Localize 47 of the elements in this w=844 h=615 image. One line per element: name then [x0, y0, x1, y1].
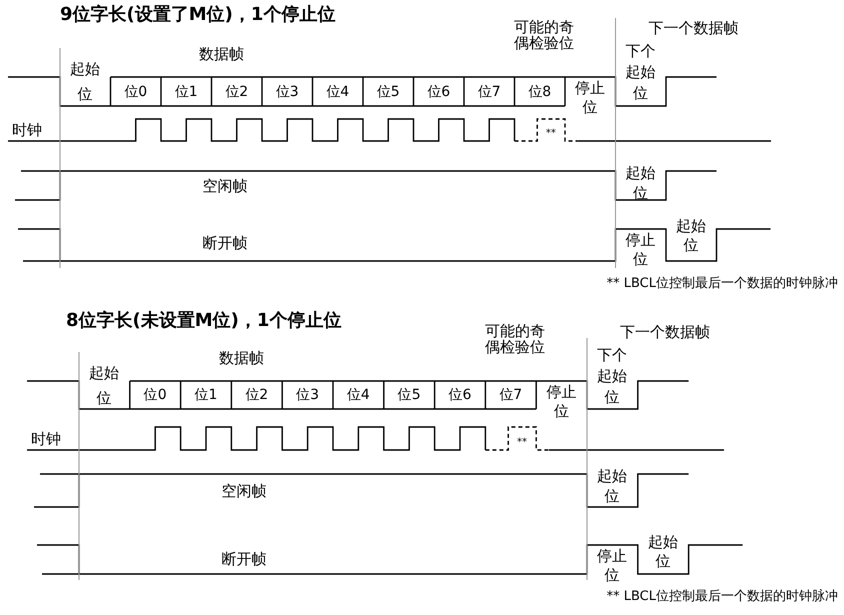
frame-label: 数据帧 — [199, 45, 244, 64]
bit-label: 位5 — [398, 386, 421, 405]
bit-label: 位0 — [144, 386, 167, 405]
bit-label: 位4 — [326, 82, 350, 102]
frame-label: 下一个数据帧 — [648, 19, 738, 38]
bit-label: 停止位 — [546, 383, 578, 421]
bit-label: 位1 — [194, 386, 218, 405]
bit-label: 位7 — [499, 386, 522, 405]
bit-label: 停止位 — [574, 79, 606, 117]
frame-label: 空闲帧 — [202, 176, 248, 196]
frame-label: 数据帧 — [219, 349, 264, 368]
bit-label: 位2 — [225, 82, 248, 102]
footnote-mark: ** — [546, 127, 556, 141]
annotation-text: 可能的奇偶检验位 — [484, 323, 546, 355]
bit-label: 起始位 — [596, 466, 628, 506]
frame-label: 断开帧 — [222, 550, 266, 569]
bit-label: 位3 — [276, 82, 299, 102]
bit-label: 停止位 — [596, 547, 628, 585]
bit-label: 起始位 — [624, 163, 656, 203]
bit-label: 位2 — [245, 386, 268, 405]
bit-label: 位7 — [478, 82, 501, 102]
bit-label: 起始位 — [69, 59, 101, 105]
bit-label: 位6 — [448, 386, 472, 405]
frame-label: 下一个数据帧 — [620, 323, 710, 342]
bit-label: 停止位 — [624, 231, 656, 269]
heading: 8位字长(未设置M位)，1个停止位 — [66, 311, 342, 330]
bit-label: 位1 — [174, 82, 198, 102]
footnote: ** LBCL位控制最后一个数据的时钟脉冲 — [606, 275, 838, 293]
heading: 9位字长(设置了M位)，1个停止位 — [60, 5, 336, 24]
bit-label: 位5 — [376, 82, 400, 102]
bit-label: 位4 — [346, 386, 370, 405]
frame-label: 断开帧 — [202, 234, 248, 253]
bit-label: 下个起始位 — [624, 41, 656, 104]
bit-label: 位8 — [528, 82, 552, 102]
bit-label: 位6 — [427, 82, 450, 102]
signal-label: 时钟 — [31, 430, 61, 448]
bit-label: 起始位 — [675, 217, 707, 255]
bit-label: 起始位 — [647, 533, 679, 571]
bit-label: 起始位 — [88, 363, 120, 409]
bit-label: 位3 — [296, 386, 320, 405]
annotation-text: 可能的奇偶检验位 — [512, 19, 575, 51]
footnote-mark: ** — [516, 436, 527, 450]
bit-label: 位0 — [124, 82, 148, 102]
footnote: ** LBCL位控制最后一个数据的时钟脉冲 — [606, 588, 838, 606]
signal-label: 时钟 — [12, 121, 42, 140]
bit-label: 下个起始位 — [596, 345, 628, 408]
frame-label: 空闲帧 — [222, 482, 266, 500]
